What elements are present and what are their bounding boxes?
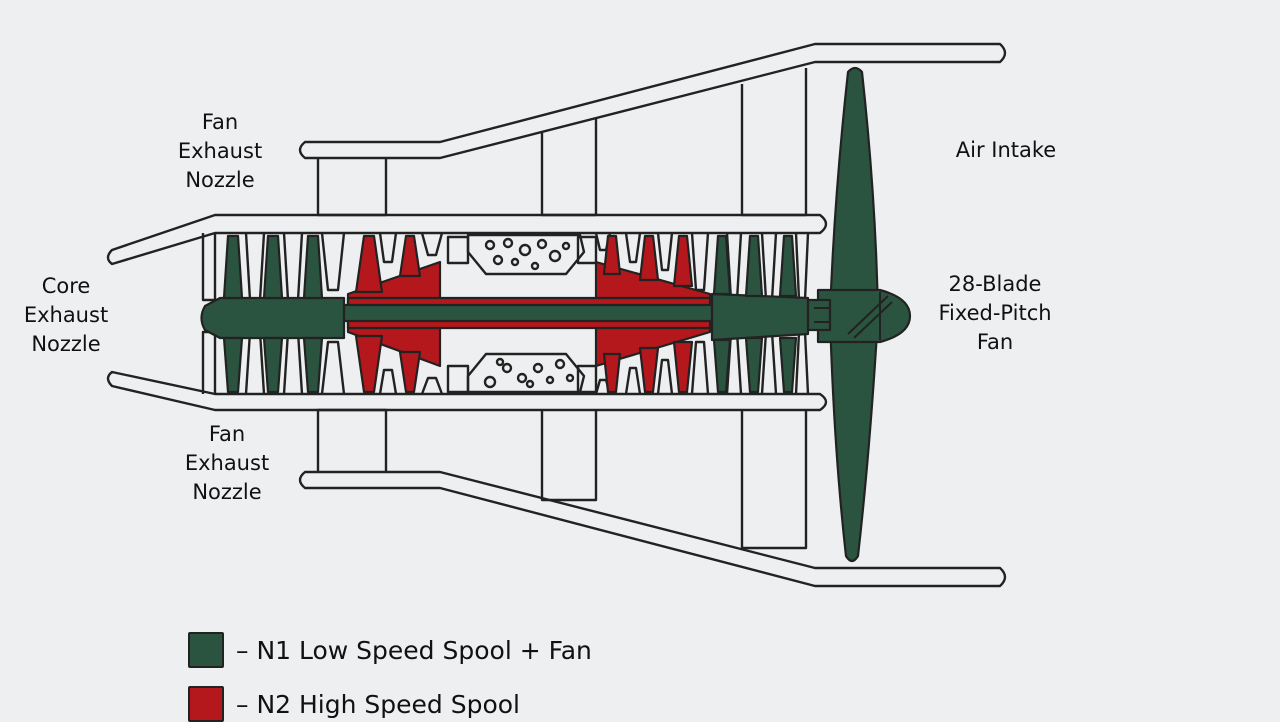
label-core-exhaust-nozzle: Core Exhaust Nozzle	[16, 272, 116, 359]
legend-item-n2: – N2 High Speed Spool	[188, 686, 520, 722]
combustor-top	[448, 235, 596, 274]
legend-label-n2: – N2 High Speed Spool	[236, 690, 520, 719]
label-fan-exhaust-nozzle-bottom: Fan Exhaust Nozzle	[177, 420, 277, 507]
fan-spinner	[818, 290, 910, 342]
legend-label-n1: – N1 Low Speed Spool + Fan	[236, 636, 592, 665]
legend-swatch-n2	[188, 686, 224, 722]
label-air-intake: Air Intake	[936, 136, 1076, 165]
legend-swatch-n1	[188, 632, 224, 668]
label-fan: 28-Blade Fixed-Pitch Fan	[922, 270, 1068, 357]
label-fan-exhaust-nozzle-top: Fan Exhaust Nozzle	[170, 108, 270, 195]
outer-cowl-top	[300, 44, 1005, 158]
legend-item-n1: – N1 Low Speed Spool + Fan	[188, 632, 592, 668]
combustor-bottom	[448, 354, 596, 392]
outer-cowl-bottom	[300, 472, 1005, 586]
